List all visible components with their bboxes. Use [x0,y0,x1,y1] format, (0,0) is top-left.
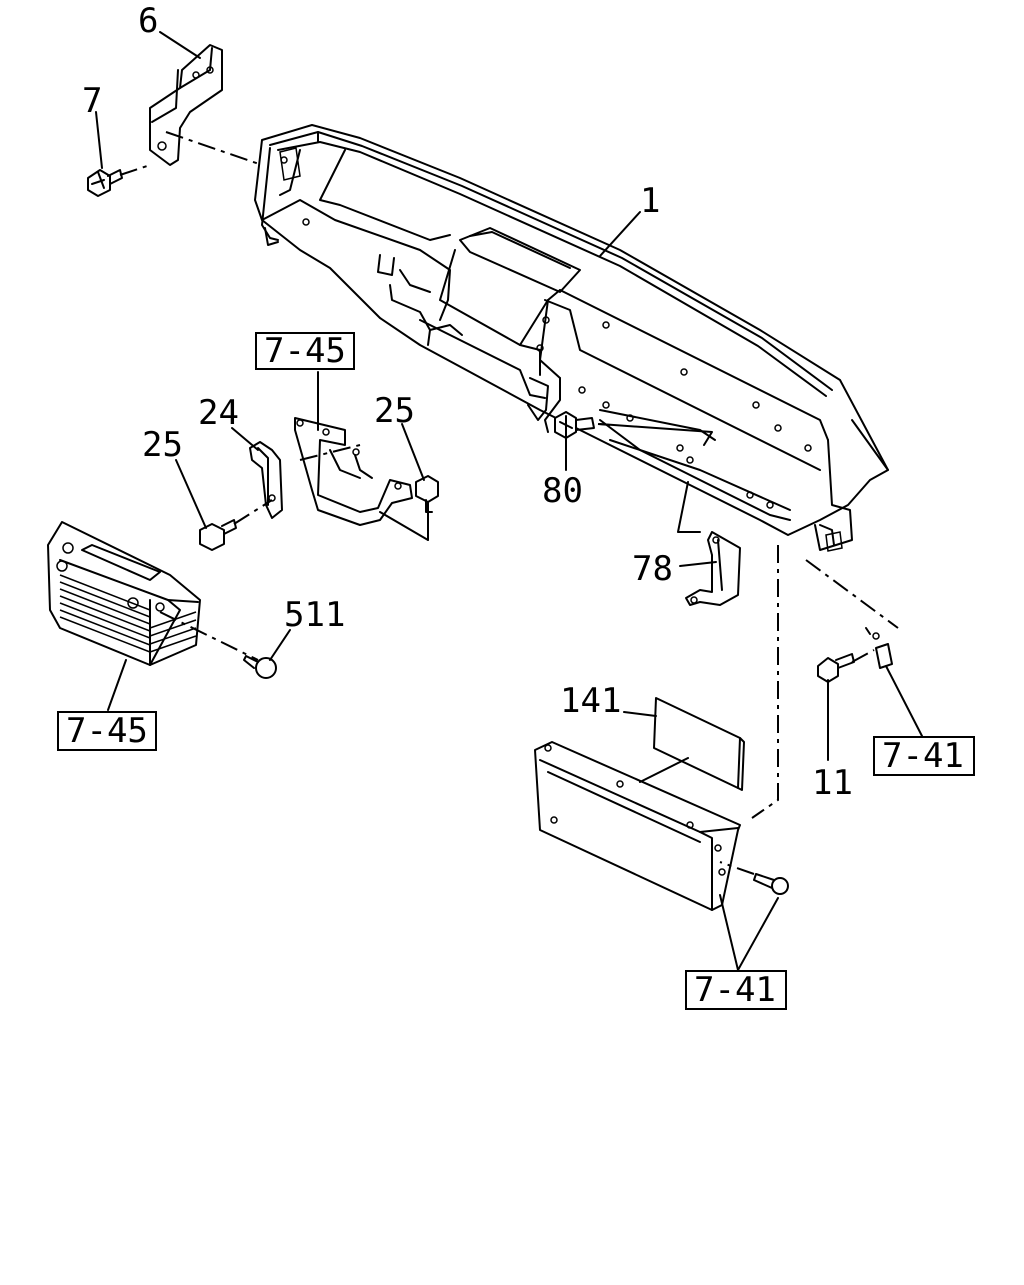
bracket-78-part[interactable] [685,531,741,606]
bracket-6-part[interactable] [149,44,223,166]
ref-text-7-45-bottom: 7-45 [66,711,148,751]
instrument-panel-part[interactable] [254,124,889,552]
bolt-25-right-part[interactable] [415,475,439,513]
bolt-11-part[interactable] [817,653,855,683]
ref-text-7-45-top: 7-45 [264,331,346,371]
assembly-lines [119,131,899,875]
bracket-24-part[interactable] [249,441,283,519]
bracket-7-45-upper-part[interactable] [294,417,413,526]
bolt-80-part[interactable] [554,411,595,439]
control-unit-7-45-part[interactable] [47,521,201,666]
callout-6: 6 [138,1,158,41]
callout-78: 78 [632,549,673,589]
callout-1: 1 [640,181,660,221]
callout-24: 24 [198,393,239,433]
callout-7: 7 [82,81,102,121]
ref-text-7-41-right: 7-41 [882,736,964,776]
panel-141-part[interactable] [653,697,745,791]
callout-11: 11 [812,763,853,803]
ref-label-7-45-top[interactable]: 7-45 [255,331,355,371]
ref-label-7-41-right[interactable]: 7-41 [873,736,975,776]
callout-25-right: 25 [374,391,415,431]
leader-lines [95,31,923,971]
ref-label-7-41-bottom[interactable]: 7-41 [685,970,787,1010]
bolt-7-part[interactable] [87,169,123,197]
cluster-hood-7-41-part[interactable] [534,741,741,911]
callout-25-left: 25 [142,425,183,465]
callout-labels: 6 7 1 24 25 25 80 78 511 141 11 [82,1,853,803]
clip-7-41-part[interactable] [865,627,893,669]
screw-7-41-part[interactable] [753,873,789,895]
screw-511-part[interactable] [243,655,277,679]
callout-511: 511 [284,595,345,635]
ref-label-7-45-bottom[interactable]: 7-45 [57,711,157,751]
ref-text-7-41-bottom: 7-41 [694,970,776,1010]
callout-141: 141 [560,681,621,721]
callout-80: 80 [542,471,583,511]
